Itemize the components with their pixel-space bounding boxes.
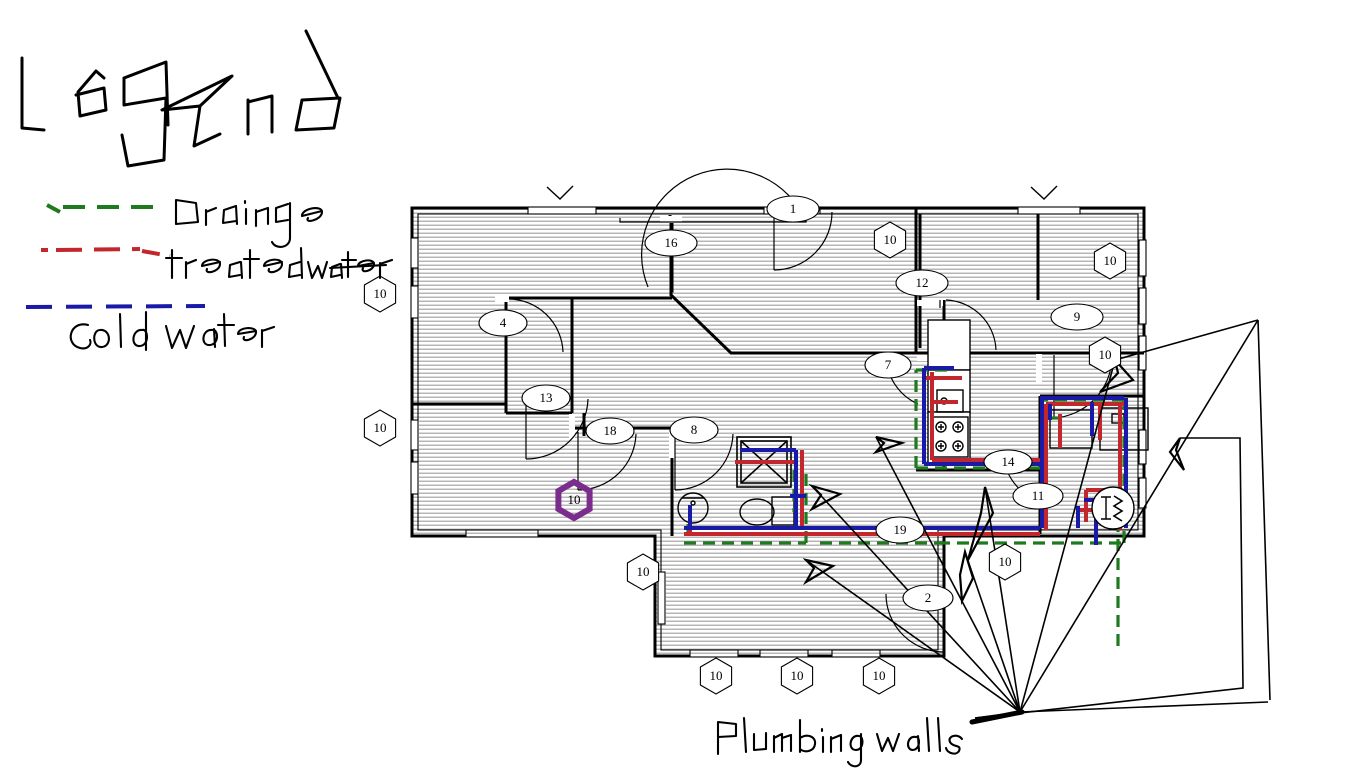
room-tag-7: 7 xyxy=(864,351,912,379)
hex-tag-label: 10 xyxy=(568,492,581,507)
windows xyxy=(410,206,1149,663)
room-tag-label: 18 xyxy=(604,423,617,438)
room-tag-label: 19 xyxy=(894,522,907,537)
room-tag-label: 11 xyxy=(1032,488,1045,503)
hex-tag-hex-low-left: 10 xyxy=(626,553,660,591)
plumbing-walls-ink xyxy=(716,716,964,768)
hex-tag-hex-bot-2: 10 xyxy=(780,657,814,695)
room-tag-label: 2 xyxy=(925,590,932,605)
room-tag-11: 11 xyxy=(1012,482,1064,510)
bath-basin xyxy=(677,492,709,524)
hex-tag-label: 10 xyxy=(1104,253,1117,268)
room-tag-label: 14 xyxy=(1002,454,1016,469)
room-tag-label: 7 xyxy=(885,357,892,372)
hex-tag-label: 10 xyxy=(1099,347,1112,362)
room-tag-label: 13 xyxy=(540,390,553,405)
room-tag-8: 8 xyxy=(669,416,719,444)
room-tag-1: 1 xyxy=(766,195,820,223)
room-tag-label: 16 xyxy=(665,235,679,250)
legend-swatch-drainage xyxy=(46,203,160,214)
room-tag-18: 18 xyxy=(585,417,635,445)
room-tag-13: 13 xyxy=(521,384,571,412)
legend-swatch-treated xyxy=(41,247,171,258)
hex-tag-hex-top-mid: 10 xyxy=(873,221,907,259)
legend-title-ink xyxy=(20,29,342,168)
room-tag-14: 14 xyxy=(983,449,1033,475)
hex-tag-label: 10 xyxy=(374,286,387,301)
legend-label-drainage-ink xyxy=(174,198,324,248)
hex-tag-label: 10 xyxy=(710,668,723,683)
room-tag-label: 4 xyxy=(500,315,507,330)
hex-tag-hex-top-right: 10 xyxy=(1093,242,1127,280)
leader-converge-stroke xyxy=(969,709,1025,725)
hex-tag-hex-center: 10 xyxy=(555,478,593,522)
hex-tag-label: 10 xyxy=(374,420,387,435)
hex-tag-hex-bot-3: 10 xyxy=(862,657,896,695)
hex-tag-label: 10 xyxy=(999,554,1012,569)
hex-tag-hex-bot-1: 10 xyxy=(699,657,733,695)
legend-label-treated-ink xyxy=(164,246,394,280)
roof-vee-marks xyxy=(546,185,1058,200)
leader-arrowheads xyxy=(802,356,1186,606)
room-tag-12: 12 xyxy=(895,269,949,297)
legend-label-cold-ink xyxy=(69,310,276,352)
room-tag-9: 9 xyxy=(1050,303,1104,331)
room-tag-label: 12 xyxy=(916,275,929,290)
room-tag-label: 9 xyxy=(1074,309,1081,324)
room-number-tags: 1 16 12 9 4 7 13 18 8 14 11 19 2 xyxy=(478,195,1104,612)
hex-tag-hex-left-upper: 10 xyxy=(363,275,397,313)
hex-tag-hex-mid-right: 10 xyxy=(1088,336,1122,374)
water-heater xyxy=(1091,486,1135,530)
room-tag-4: 4 xyxy=(478,309,528,337)
room-tag-19: 19 xyxy=(875,516,925,544)
hex-tag-label: 10 xyxy=(884,232,897,247)
room-tag-16: 16 xyxy=(644,229,698,257)
hex-tag-label: 10 xyxy=(791,668,804,683)
room-tag-2: 2 xyxy=(902,584,954,612)
hex-tag-label: 10 xyxy=(873,668,886,683)
room-tag-label: 8 xyxy=(691,422,698,437)
room-tag-label: 1 xyxy=(790,201,797,216)
hex-number-tags: 10 10 10 10 10 10 10 10 10 10 10 xyxy=(363,221,1127,695)
hex-tag-hex-low-right: 10 xyxy=(988,543,1022,581)
hex-tag-label: 10 xyxy=(637,564,650,579)
legend-swatch-cold xyxy=(25,304,206,309)
hex-tag-hex-left-lower: 10 xyxy=(363,409,397,447)
